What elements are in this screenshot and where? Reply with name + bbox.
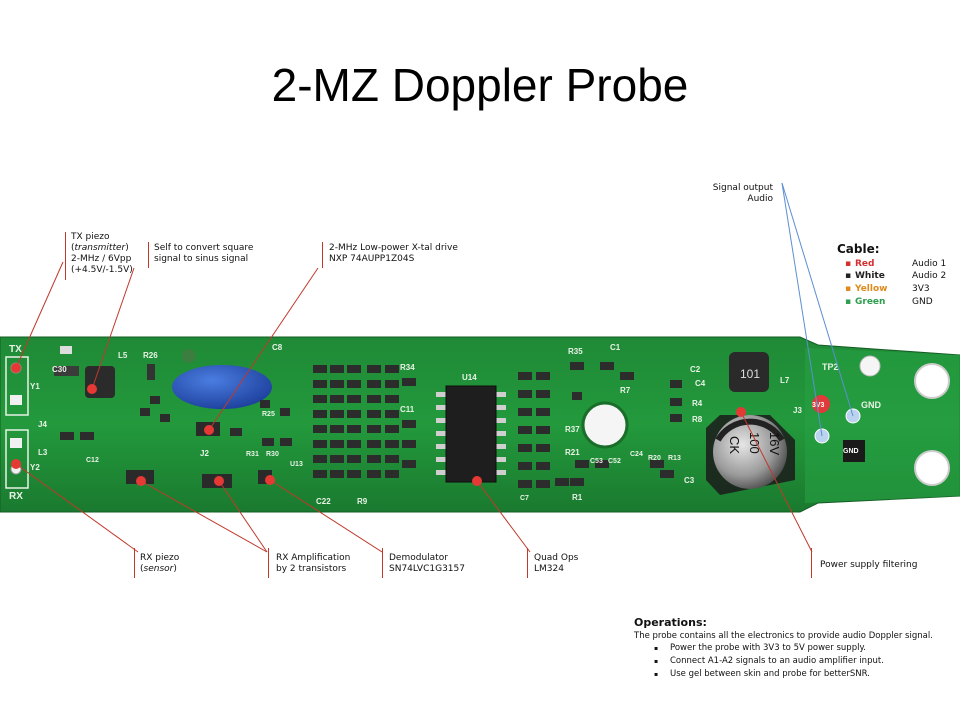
silk-r26: R26 bbox=[143, 351, 158, 360]
page-title: 2-MZ Doppler Probe bbox=[271, 59, 689, 111]
label-signal-output: Signal output Audio bbox=[712, 183, 773, 204]
operations-step: Use gel between skin and probe for bette… bbox=[654, 668, 933, 681]
inductor-l7 bbox=[729, 352, 769, 392]
silk-rx: RX bbox=[9, 491, 23, 502]
silk-c22: C22 bbox=[316, 497, 331, 506]
tx-piezo-drive: 2-MHz / 6Vpp bbox=[71, 254, 132, 264]
marker-rx-amp-1 bbox=[136, 476, 146, 486]
operations-panel: Operations: The probe contains all the e… bbox=[634, 616, 933, 681]
silk-j2: J2 bbox=[200, 449, 209, 458]
silk-j4: J4 bbox=[38, 420, 47, 429]
label-power-filter: Power supply filtering bbox=[820, 560, 918, 570]
silk-r34: R34 bbox=[400, 363, 415, 372]
inductor-marking: 101 bbox=[740, 367, 760, 381]
label-quad-ops: Quad Ops LM324 bbox=[534, 553, 579, 574]
tx-piezo-range: (+4.5V/-1.5V) bbox=[71, 265, 133, 275]
marker-xtal bbox=[204, 425, 214, 435]
label-tx-piezo: TX piezo (transmitter) 2-MHz / 6Vpp (+4.… bbox=[71, 232, 133, 275]
silk-tx: TX bbox=[9, 344, 22, 355]
silk-c52: C52 bbox=[608, 458, 621, 465]
silk-c11: C11 bbox=[400, 405, 415, 414]
label-self: Self to convert square signal to sinus s… bbox=[154, 243, 254, 264]
marker-self bbox=[87, 384, 97, 394]
label-demodulator: Demodulator SN74LVC1G3157 bbox=[389, 553, 465, 574]
marker-rx-amp-2 bbox=[214, 476, 224, 486]
silk-y2: Y2 bbox=[30, 463, 40, 472]
silk-tp2: TP2 bbox=[822, 362, 839, 372]
pad-3v3-label: 3V3 bbox=[812, 402, 825, 409]
label-rx-amp: RX Amplification by 2 transistors bbox=[276, 553, 351, 574]
silk-u14: U14 bbox=[462, 373, 477, 382]
tx-piezo-title: TX piezo bbox=[71, 232, 110, 242]
mounting-hole bbox=[581, 401, 629, 449]
silk-r25: R25 bbox=[262, 411, 275, 418]
silk-r31: R31 bbox=[246, 451, 259, 458]
operations-title: Operations: bbox=[634, 616, 707, 629]
label-rx-piezo: RX piezo (sensor) bbox=[140, 553, 180, 574]
connector-hole-top bbox=[914, 363, 950, 399]
silk-c1: C1 bbox=[610, 343, 621, 352]
silk-y1: Y1 bbox=[30, 382, 40, 391]
silk-r30: R30 bbox=[266, 451, 279, 458]
silk-c30: C30 bbox=[52, 365, 67, 374]
silk-u13: U13 bbox=[290, 461, 303, 468]
cap-marking-2: 100 bbox=[747, 432, 762, 454]
operations-step: Connect A1-A2 signals to an audio amplif… bbox=[654, 655, 933, 668]
silk-r4: R4 bbox=[692, 399, 703, 408]
operations-intro: The probe contains all the electronics t… bbox=[634, 631, 933, 641]
marker-rx-piezo bbox=[11, 459, 21, 469]
silk-c24: C24 bbox=[630, 451, 643, 458]
silk-c8: C8 bbox=[272, 343, 283, 352]
silk-gnd: GND bbox=[861, 400, 882, 410]
silk-c7: C7 bbox=[520, 495, 529, 502]
marker-demod bbox=[265, 475, 275, 485]
operations-step: Power the probe with 3V3 to 5V power sup… bbox=[654, 642, 933, 655]
silk-c4: C4 bbox=[695, 379, 706, 388]
cap-marking-1: 16V bbox=[767, 432, 782, 455]
silk-r1: R1 bbox=[572, 493, 583, 502]
silk-r20: R20 bbox=[648, 455, 661, 462]
cap-marking-3: CK bbox=[727, 436, 742, 454]
silk-r13: R13 bbox=[668, 455, 681, 462]
u14-chip bbox=[436, 385, 506, 483]
silk-c12: C12 bbox=[86, 457, 99, 464]
pad-gnd-label: GND bbox=[843, 448, 859, 455]
silk-r7: R7 bbox=[620, 386, 631, 395]
marker-power bbox=[736, 407, 746, 417]
silk-c3: C3 bbox=[684, 476, 695, 485]
silk-c53: C53 bbox=[590, 458, 603, 465]
tx-piezo-role: transmitter bbox=[74, 243, 126, 253]
silk-l3: L3 bbox=[38, 448, 48, 457]
crystal-blob bbox=[172, 365, 272, 409]
silk-j3: J3 bbox=[793, 406, 802, 415]
silk-l5: L5 bbox=[118, 351, 128, 360]
label-xtal: 2-MHz Low-power X-tal drive NXP 74AUPP1Z… bbox=[329, 243, 458, 264]
silk-r37: R37 bbox=[565, 425, 580, 434]
cable-title: Cable: bbox=[837, 242, 880, 256]
silk-r9: R9 bbox=[357, 497, 368, 506]
connector-hole-bottom bbox=[914, 450, 950, 486]
silk-r21: R21 bbox=[565, 448, 580, 457]
silk-r35: R35 bbox=[568, 347, 583, 356]
marker-tx-piezo bbox=[11, 363, 21, 373]
silk-r8: R8 bbox=[692, 415, 703, 424]
silk-l7: L7 bbox=[780, 376, 790, 385]
silk-c2: C2 bbox=[690, 365, 701, 374]
marker-quad-ops bbox=[472, 476, 482, 486]
